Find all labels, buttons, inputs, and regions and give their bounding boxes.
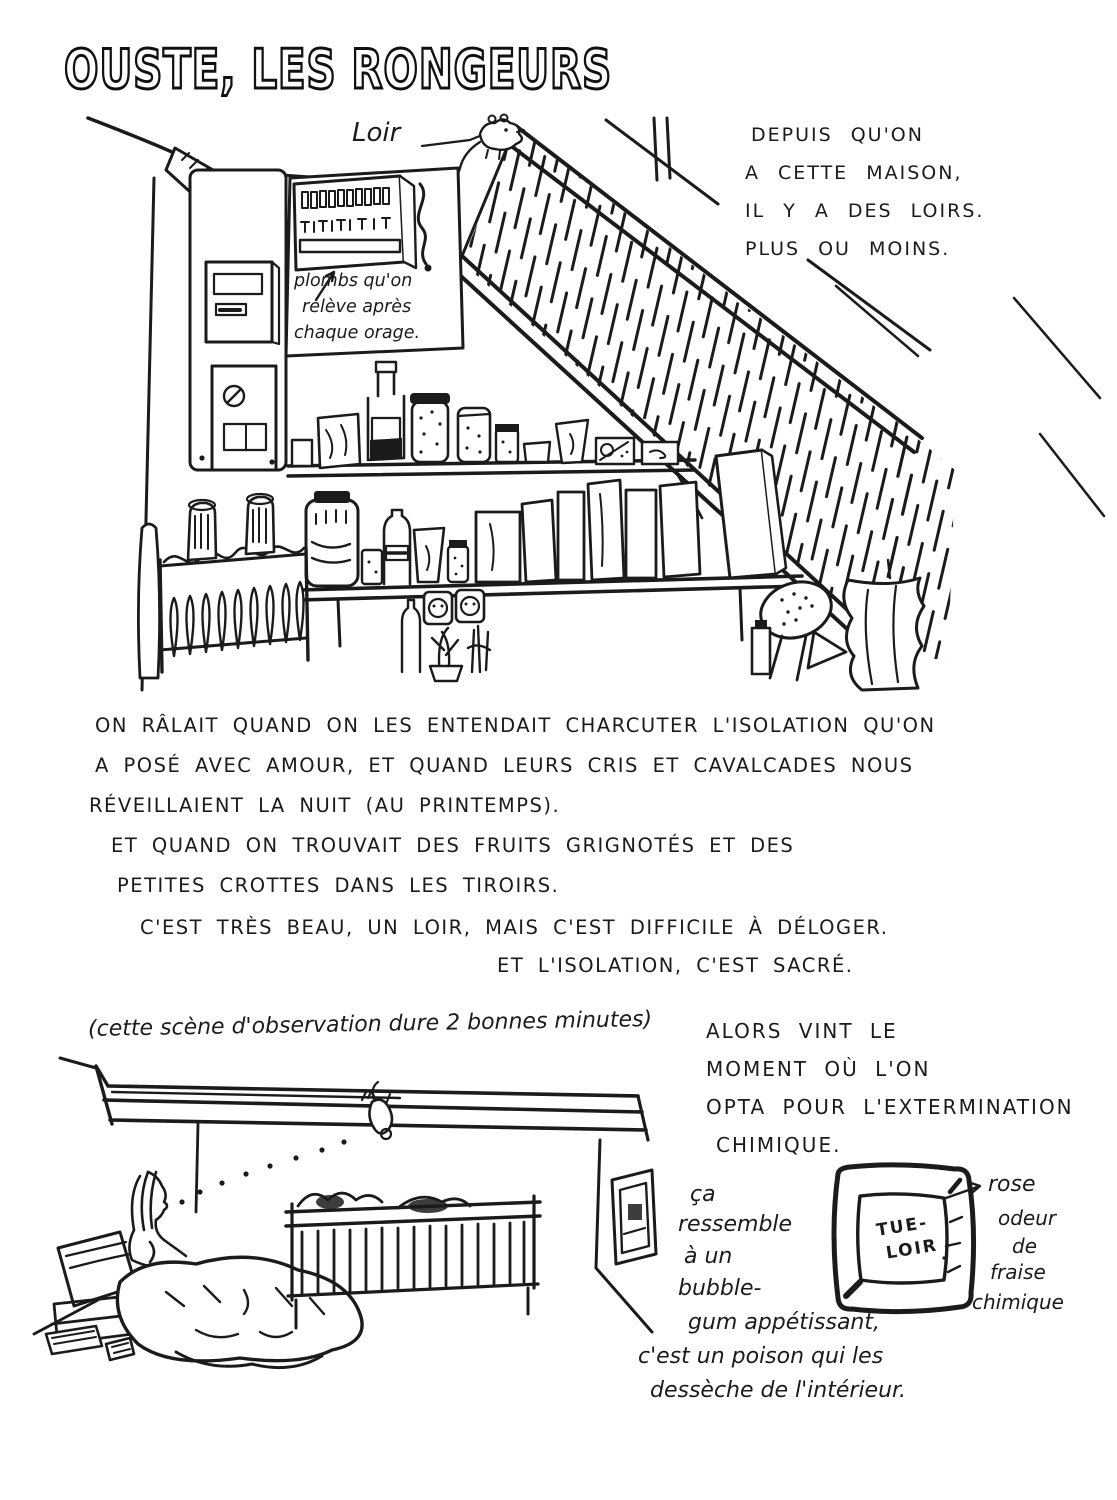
speckled-jar-1	[410, 393, 450, 464]
right-wall-corner	[594, 1138, 654, 1334]
bench-radiator	[284, 1191, 542, 1330]
gaze-dots	[179, 1139, 347, 1205]
description-line: ça	[690, 1182, 716, 1207]
left-wall-line	[194, 1122, 200, 1214]
small-jar	[494, 424, 520, 464]
verdict-line-2: ET L'ISOLATION, C'EST SACRÉ.	[497, 954, 854, 977]
smell-line: de	[1012, 1234, 1037, 1258]
decision-line: CHIMIQUE.	[716, 1133, 842, 1157]
decision-paragraph: ALORS VINT LE MOMENT OÙ L'ON OPTA POUR L…	[706, 1012, 1074, 1164]
box-small	[640, 440, 680, 466]
poison-line: c'est un poison qui les	[638, 1344, 884, 1369]
box-grater	[594, 436, 636, 466]
fuse-note-line: relève après	[302, 297, 412, 317]
smell-dashes	[942, 1215, 964, 1274]
speckled-jar-2	[456, 406, 492, 464]
page-title: OUSTE, LES RONGEURS	[64, 38, 612, 101]
paragraph-line: RÉVEILLAIENT LA NUIT (AU PRINTEMPS).	[89, 794, 561, 817]
tall-front-box	[714, 448, 788, 580]
big-jar	[304, 491, 360, 588]
hanging-dormouse	[360, 1080, 394, 1141]
fuse-note: plombs qu'on relève après chaque orage.	[294, 268, 420, 346]
paragraph-line: PETITES CROTTES DANS LES TIROIRS.	[117, 874, 560, 897]
poison-package-illustration: TUE- LOIR	[831, 1162, 982, 1315]
title-art: OUSTE, LES RONGEURS	[63, 37, 613, 103]
smell-line: odeur	[998, 1206, 1057, 1230]
description-line: à un	[684, 1244, 733, 1269]
loir-label: Loir	[352, 118, 401, 148]
paragraph-line: ON RÂLAIT QUAND ON LES ENTENDAIT CHARCUT…	[95, 714, 936, 737]
smell-line: fraise	[990, 1260, 1046, 1284]
intro-line: PLUS OU MOINS.	[745, 238, 951, 260]
attic-illustration	[86, 113, 1106, 692]
poison-line: dessèche de l'intérieur.	[650, 1378, 907, 1403]
verdict-line-1: C'EST TRÈS BEAU, UN LOIR, MAIS C'EST DIF…	[140, 916, 889, 939]
decision-line: MOMENT OÙ L'ON	[706, 1057, 931, 1081]
paragraph-line: ET QUAND ON TROUVAIT DES FRUITS GRIGNOTÉ…	[111, 834, 795, 857]
color-label: rose	[988, 1172, 1036, 1197]
ceiling-beam	[58, 1056, 650, 1142]
electric-panel	[188, 168, 288, 472]
bedroom-illustration	[32, 1056, 658, 1370]
jar-dots	[360, 548, 384, 586]
person-in-bed	[128, 1170, 188, 1270]
pepper-shaker	[244, 492, 276, 556]
description-line: ressemble	[678, 1212, 793, 1237]
complaints-paragraph: ON RÂLAIT QUAND ON LES ENTENDAIT CHARCUT…	[89, 706, 936, 906]
wall-outlets	[422, 588, 486, 626]
dish-rack	[137, 492, 310, 680]
intro-line: DEPUIS QU'ON	[751, 124, 924, 146]
description-line: gum appétissant,	[688, 1310, 880, 1335]
decision-line: ALORS VINT LE	[706, 1019, 898, 1043]
fuse-note-line: chaque orage.	[294, 323, 421, 343]
blanket	[115, 1255, 364, 1370]
decision-line: OPTA POUR L'EXTERMINATION	[706, 1095, 1074, 1119]
salt-shaker	[186, 498, 218, 562]
plant-and-bottle	[400, 598, 492, 683]
milk-bottle	[382, 508, 412, 586]
strainer-group	[750, 580, 848, 682]
description-line: bubble-	[678, 1276, 762, 1301]
intro-line: A CETTE MAISON,	[745, 162, 963, 184]
draped-cloth	[842, 558, 926, 692]
rose-arrow	[944, 1181, 982, 1200]
paragraph-line: A POSÉ AVEC AMOUR, ET QUAND LEURS CRIS E…	[95, 754, 914, 777]
cup	[522, 440, 552, 464]
sauce-bottle	[366, 360, 406, 462]
intro-caption: DEPUIS QU'ON A CETTE MAISON, IL Y A DES …	[745, 116, 984, 268]
cereal-boxes	[474, 478, 702, 584]
lower-shelf	[298, 448, 804, 648]
hanging-cable	[416, 182, 432, 272]
spice-jar	[446, 540, 470, 584]
window-frame	[610, 1168, 658, 1266]
books-on-floor	[44, 1324, 136, 1362]
intro-line: IL Y A DES LOIRS.	[745, 200, 985, 222]
fuse-note-line: plombs qu'on	[294, 271, 413, 291]
smell-line: chimique	[972, 1290, 1064, 1314]
